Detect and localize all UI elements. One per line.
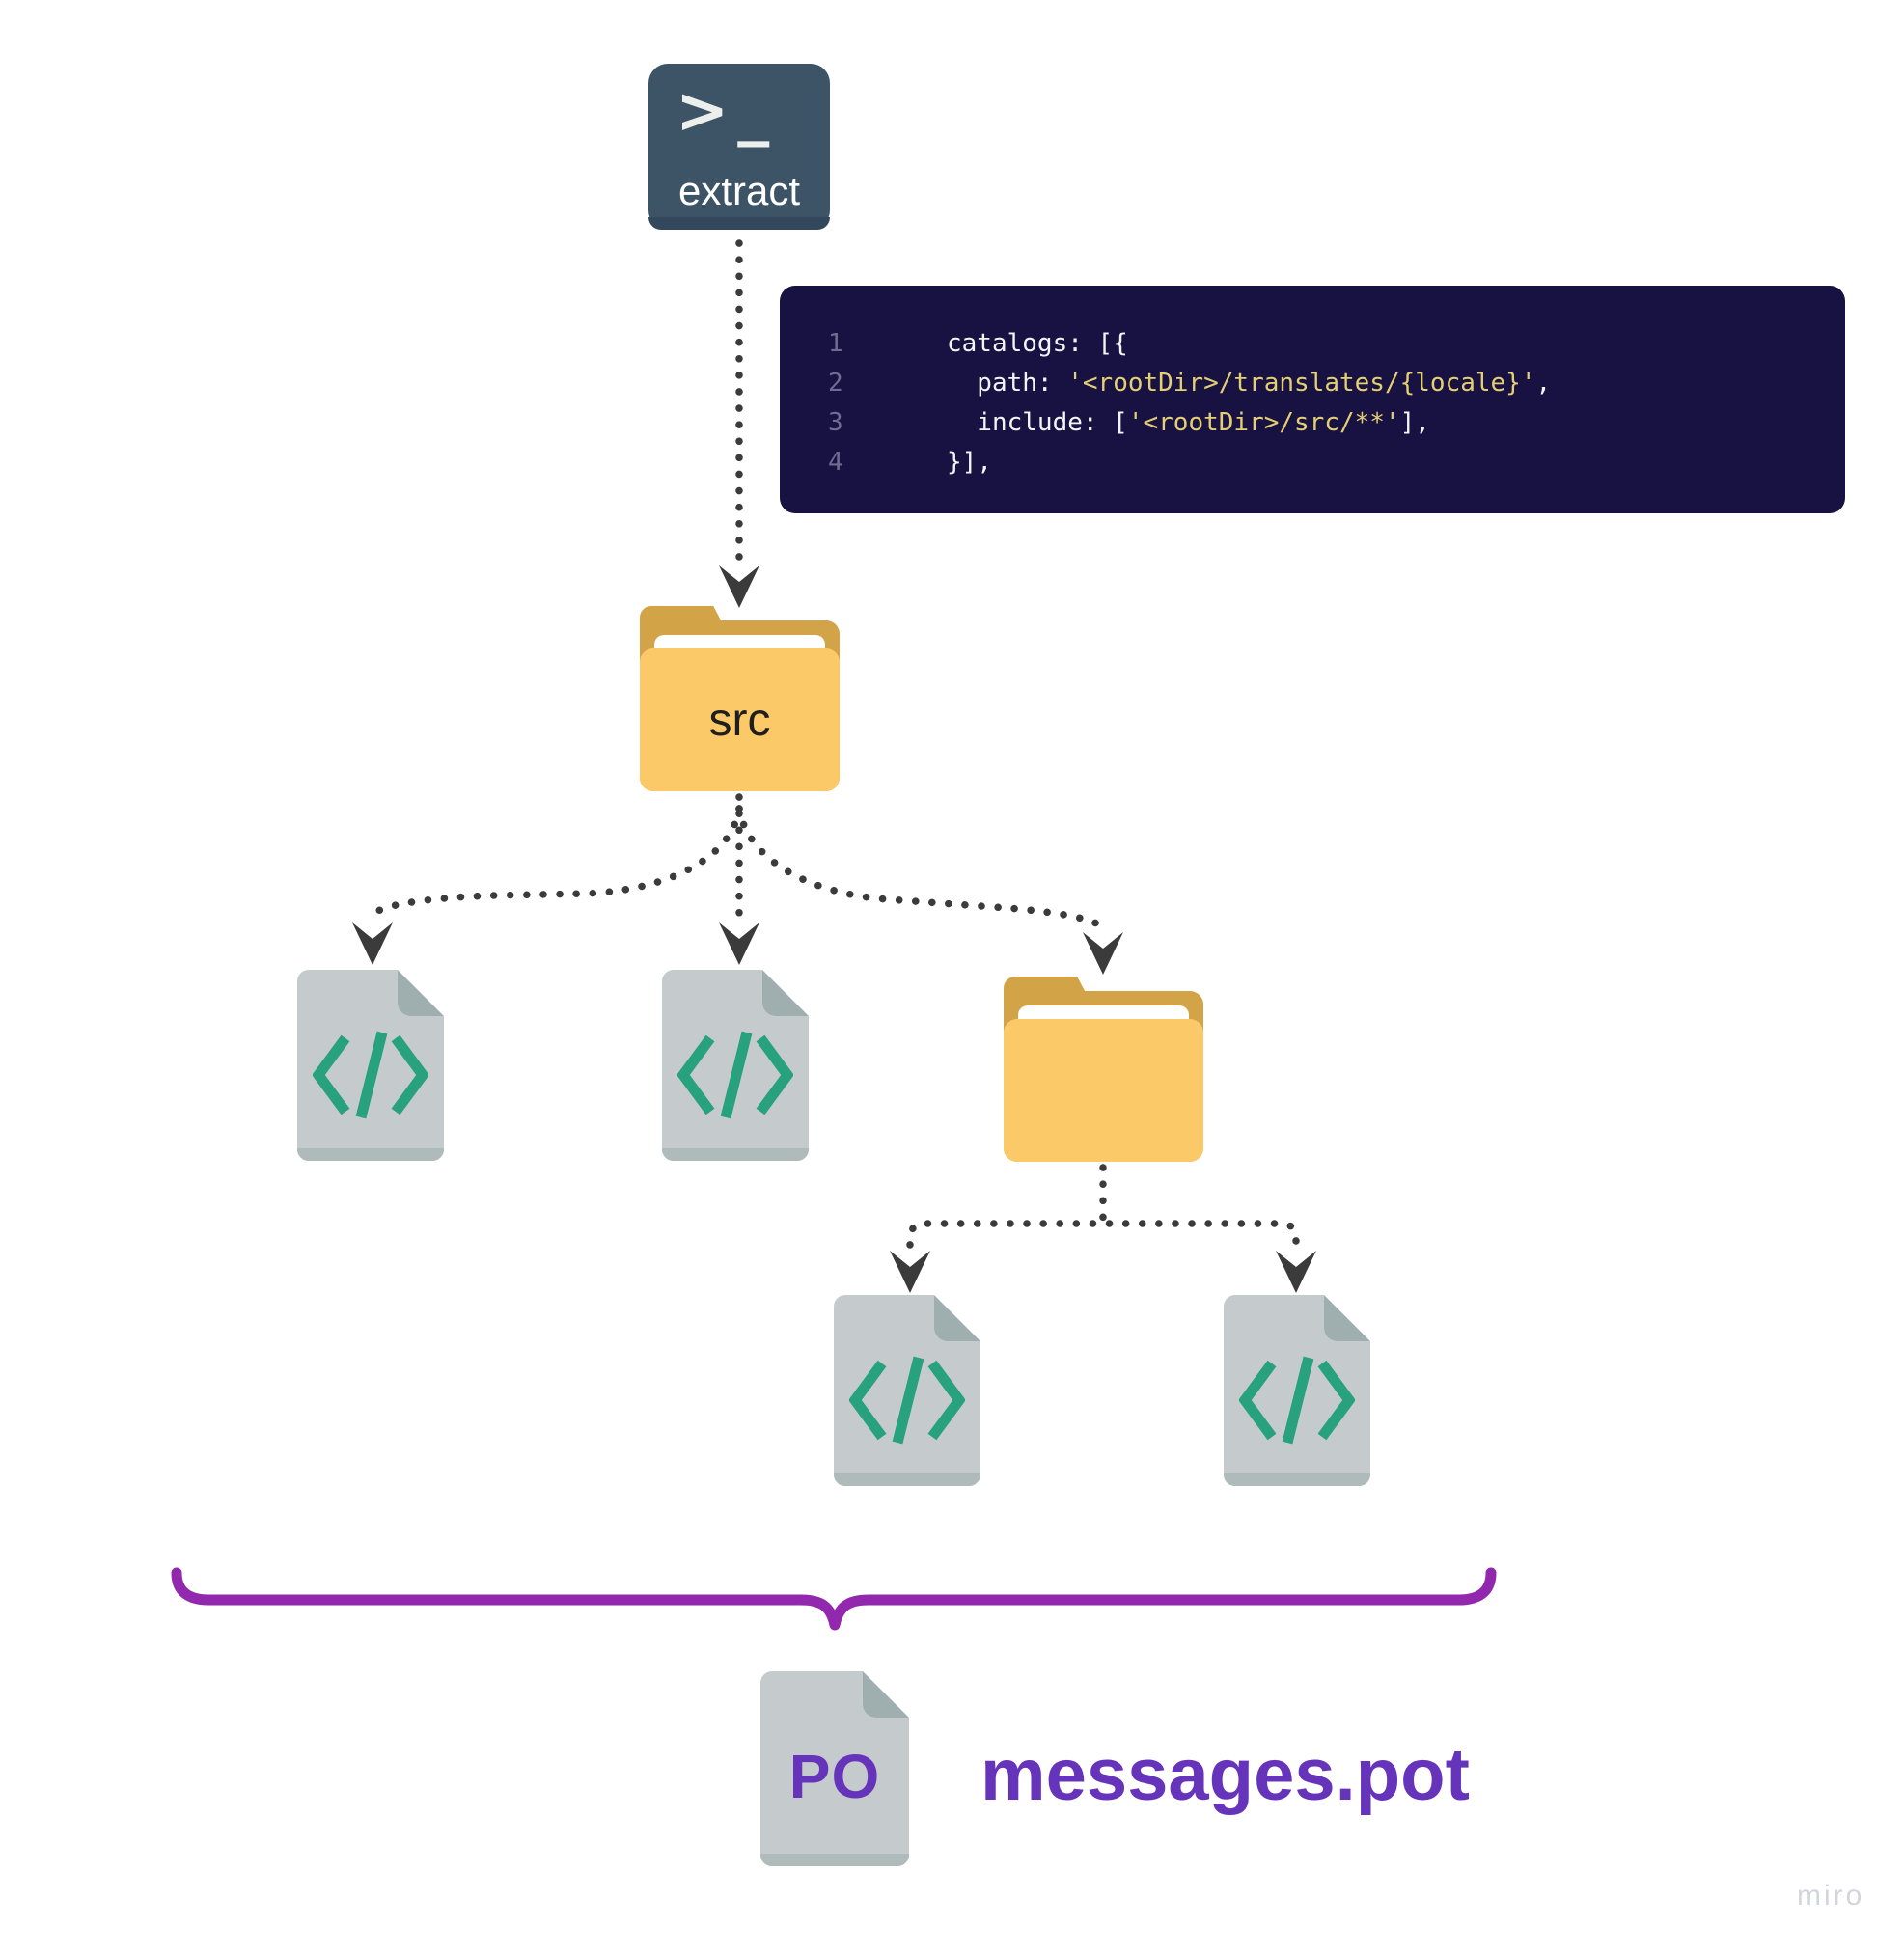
connector-extract-to-src: [719, 239, 759, 608]
folder-src-label: src: [708, 694, 771, 746]
po-file-label: PO: [788, 1742, 881, 1812]
code-line: 4 }],: [780, 443, 1845, 482]
code-text: include: ['<rootDir>/src/**'],: [947, 408, 1430, 437]
code-file-icon: [1224, 1295, 1370, 1486]
line-number: 1: [828, 329, 843, 358]
output-filename: messages.pot: [980, 1734, 1470, 1816]
brace-icon: [171, 1567, 1497, 1631]
arrow-down-icon: [719, 922, 759, 965]
arrow-down-icon: [352, 922, 393, 965]
code-text: catalogs: [{: [947, 329, 1128, 358]
arrow-down-icon: [719, 565, 759, 608]
folder-front: src: [640, 648, 840, 791]
arrow-down-icon: [1276, 1251, 1316, 1293]
code-line: 2 path: '<rootDir>/translates/{locale}',: [780, 364, 1845, 403]
code-glyph-icon: [313, 1031, 428, 1119]
miro-watermark: miro: [1797, 1880, 1865, 1912]
code-file-icon: [297, 970, 444, 1161]
arrow-down-icon: [1083, 932, 1123, 975]
terminal-label: extract: [677, 168, 801, 213]
code-file-icon: [662, 970, 809, 1161]
connector-subfolder-to-children: [890, 1164, 1316, 1293]
po-file-icon: PO: [760, 1671, 909, 1866]
connector-src-to-children: [352, 793, 1123, 975]
code-line: 3 include: ['<rootDir>/src/**'],: [780, 403, 1845, 443]
line-number: 2: [828, 369, 843, 398]
code-glyph-icon: [677, 1031, 793, 1119]
folder-subfolder: [1004, 977, 1203, 1162]
arrow-down-icon: [890, 1251, 930, 1293]
code-text: path: '<rootDir>/translates/{locale}',: [947, 369, 1552, 398]
line-number: 3: [828, 408, 843, 437]
code-file-icon: [834, 1295, 980, 1486]
code-line: 1 catalogs: [{: [780, 324, 1845, 364]
terminal-prompt-icon: >_: [676, 73, 779, 148]
terminal-icon: >_ extract: [648, 64, 830, 230]
folder-src: src: [640, 606, 840, 791]
code-text: }],: [947, 448, 992, 477]
line-number: 4: [828, 448, 843, 477]
code-glyph-icon: [1239, 1356, 1355, 1445]
folder-front: [1004, 1019, 1203, 1162]
code-snippet: 1 catalogs: [{ 2 path: '<rootDir>/transl…: [780, 286, 1845, 513]
code-glyph-icon: [849, 1356, 965, 1445]
